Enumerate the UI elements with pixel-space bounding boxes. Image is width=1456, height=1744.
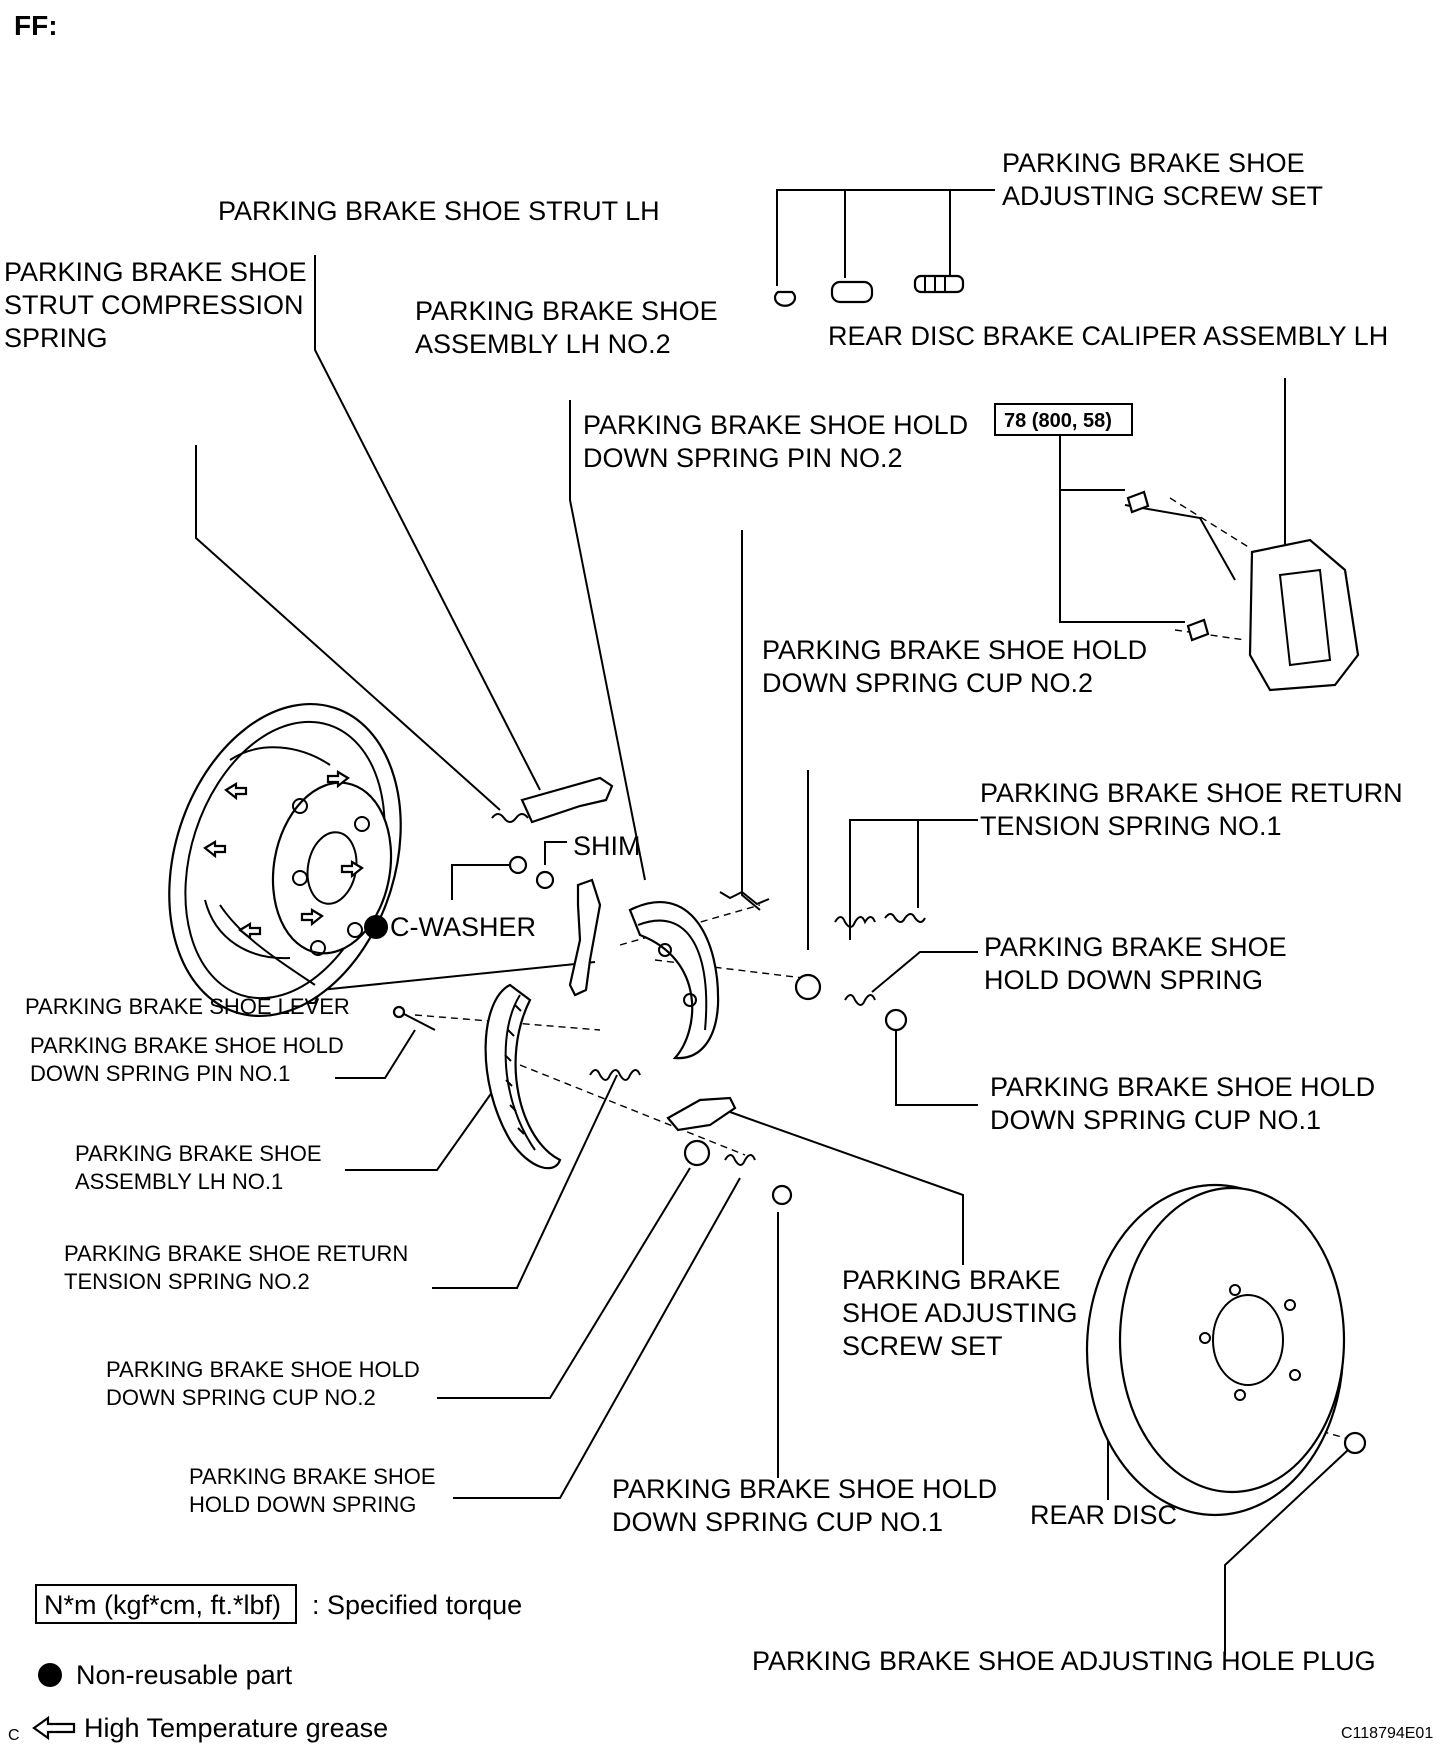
label-adj-screw-mid-2: SHOE ADJUSTING bbox=[842, 1298, 1078, 1328]
shoe-strut bbox=[491, 776, 614, 824]
label-cup-no2-low-2: DOWN SPRING CUP NO.2 bbox=[106, 1385, 376, 1410]
grease-arrow-icons bbox=[203, 770, 364, 941]
caliper-assembly bbox=[1124, 490, 1360, 692]
label-holddown-spring-r-2: HOLD DOWN SPRING bbox=[984, 965, 1263, 995]
non-reusable-dot bbox=[364, 915, 388, 939]
legend: N*m (kgf*cm, ft.*lbf) : Specified torque… bbox=[32, 1584, 522, 1743]
label-lever: PARKING BRAKE SHOE LEVER bbox=[25, 994, 350, 1019]
label-shoe-no1-2: ASSEMBLY LH NO.1 bbox=[75, 1169, 283, 1194]
label-adj-screw-top-2: ADJUSTING SCREW SET bbox=[1002, 181, 1323, 211]
label-cup-no2-top-2: DOWN SPRING CUP NO.2 bbox=[762, 668, 1093, 698]
hole-plug bbox=[1343, 1431, 1367, 1455]
label-pin-no1-2: DOWN SPRING PIN NO.1 bbox=[30, 1061, 290, 1086]
adjusting-screw-top bbox=[773, 274, 965, 307]
label-strut-spring-2: STRUT COMPRESSION bbox=[4, 290, 304, 320]
label-hole-plug: PARKING BRAKE SHOE ADJUSTING HOLE PLUG bbox=[752, 1646, 1376, 1676]
figure-id: C118794E01 bbox=[1341, 1725, 1433, 1742]
label-caliper: REAR DISC BRAKE CALIPER ASSEMBLY LH bbox=[828, 321, 1388, 351]
legend-grease-arrow-icon bbox=[32, 1715, 76, 1741]
label-cup-no1-low-1: PARKING BRAKE SHOE HOLD bbox=[612, 1474, 997, 1504]
label-holddown-spring-l-2: HOLD DOWN SPRING bbox=[189, 1492, 416, 1517]
label-holddown-spring-l-1: PARKING BRAKE SHOE bbox=[189, 1464, 436, 1489]
label-shim: SHIM bbox=[573, 831, 641, 861]
legend-non-reusable-text: Non-reusable part bbox=[76, 1660, 293, 1690]
hold-down-pins bbox=[392, 890, 770, 1031]
torque-box bbox=[994, 403, 1133, 436]
hold-down-springs-and-cups bbox=[589, 913, 926, 1206]
label-return-no2-2: TENSION SPRING NO.2 bbox=[64, 1269, 310, 1294]
label-cup-no1-low-2: DOWN SPRING CUP NO.1 bbox=[612, 1507, 943, 1537]
backing-plate bbox=[168, 702, 402, 1018]
legend-grease-text: High Temperature grease bbox=[84, 1713, 388, 1743]
shim-and-c-washer bbox=[508, 855, 555, 890]
label-cup-no1-r-2: DOWN SPRING CUP NO.1 bbox=[990, 1105, 1321, 1135]
label-shoe-no2-1: PARKING BRAKE SHOE bbox=[415, 296, 718, 326]
label-holddown-spring-r-1: PARKING BRAKE SHOE bbox=[984, 932, 1287, 962]
label-adj-screw-mid-1: PARKING BRAKE bbox=[842, 1265, 1061, 1295]
label-return-no1-2: TENSION SPRING NO.1 bbox=[980, 811, 1282, 841]
torque-value: 78 (800, 58) bbox=[1004, 410, 1112, 432]
label-strut-spring-3: SPRING bbox=[4, 323, 108, 353]
label-strut-spring-1: PARKING BRAKE SHOE bbox=[4, 257, 307, 287]
shoe-assembly-no1 bbox=[484, 983, 562, 1170]
legend-non-reusable-icon bbox=[38, 1663, 62, 1687]
adjusting-screw-mid bbox=[666, 1096, 737, 1132]
label-strut-lh: PARKING BRAKE SHOE STRUT LH bbox=[218, 196, 660, 226]
label-c-washer: C-WASHER bbox=[390, 912, 536, 942]
label-return-no2-1: PARKING BRAKE SHOE RETURN bbox=[64, 1241, 408, 1266]
label-pin-no2-1: PARKING BRAKE SHOE HOLD bbox=[583, 410, 968, 440]
corner-code: C bbox=[8, 1727, 20, 1744]
label-cup-no2-top-1: PARKING BRAKE SHOE HOLD bbox=[762, 635, 1147, 665]
label-cup-no2-low-1: PARKING BRAKE SHOE HOLD bbox=[106, 1357, 420, 1382]
shoe-lever bbox=[568, 878, 602, 997]
legend-torque-text: : Specified torque bbox=[312, 1590, 522, 1620]
label-pin-no2-2: DOWN SPRING PIN NO.2 bbox=[583, 443, 903, 473]
label-return-no1-1: PARKING BRAKE SHOE RETURN bbox=[980, 778, 1403, 808]
label-adj-screw-top-1: PARKING BRAKE SHOE bbox=[1002, 148, 1305, 178]
label-shoe-no2-2: ASSEMBLY LH NO.2 bbox=[415, 329, 671, 359]
label-adj-screw-mid-3: SCREW SET bbox=[842, 1331, 1003, 1361]
label-rear-disc: REAR DISC bbox=[1030, 1500, 1177, 1530]
label-cup-no1-r-1: PARKING BRAKE SHOE HOLD bbox=[990, 1072, 1375, 1102]
legend-torque-box bbox=[35, 1584, 297, 1624]
legend-torque-unit: N*m (kgf*cm, ft.*lbf) bbox=[44, 1590, 281, 1620]
label-pin-no1-1: PARKING BRAKE SHOE HOLD bbox=[30, 1033, 344, 1058]
shoe-assembly-no2 bbox=[628, 901, 720, 1060]
rear-disc bbox=[1085, 1183, 1346, 1517]
page-title: FF: bbox=[14, 10, 58, 41]
label-shoe-no1-1: PARKING BRAKE SHOE bbox=[75, 1141, 322, 1166]
